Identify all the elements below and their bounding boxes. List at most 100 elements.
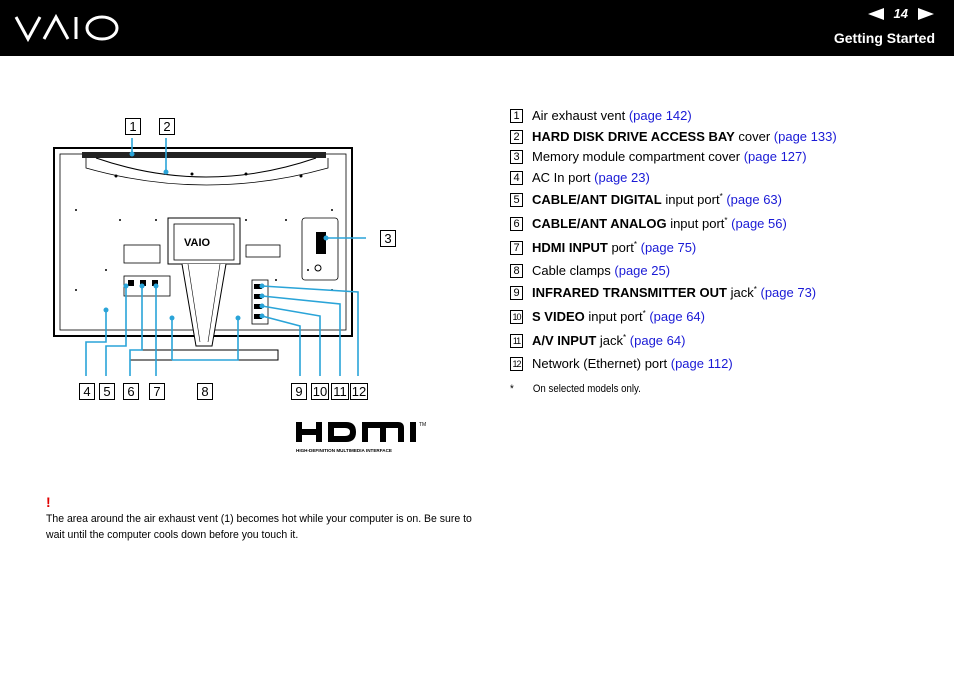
legend-text: A/V INPUT jack* (page 64) — [532, 332, 685, 349]
callout-5: 5 — [99, 383, 115, 400]
legend-text: CABLE/ANT ANALOG input port* (page 56) — [532, 215, 787, 232]
legend-plain-text: Memory module compartment cover — [532, 149, 741, 164]
page-number: 14 — [893, 6, 908, 21]
legend-bold-text: HARD DISK DRIVE ACCESS BAY — [532, 129, 735, 144]
page-link[interactable]: (page 64) — [649, 309, 705, 324]
legend-bold-text: HDMI INPUT — [532, 240, 608, 255]
callout-11: 11 — [331, 383, 349, 400]
legend-text: Memory module compartment cover (page 12… — [532, 148, 807, 165]
legend-plain-text: input port — [584, 309, 643, 324]
hdmi-tm: TM — [419, 422, 426, 428]
legend-plain-text: Network (Ethernet) port — [532, 356, 668, 371]
page-link[interactable]: (page 127) — [743, 149, 807, 164]
vaio-logo — [14, 13, 120, 47]
rear-view-diagram: VAIO — [46, 110, 466, 405]
legend-footnote-marker: * — [719, 192, 723, 201]
legend-plain-text: Cable clamps — [532, 263, 611, 278]
legend-number: 12 — [510, 357, 523, 371]
page-link[interactable]: (page 133) — [773, 129, 837, 144]
page-link[interactable]: (page 63) — [726, 192, 782, 207]
page-link[interactable]: (page 75) — [640, 240, 697, 255]
legend-plain-text: AC In port — [532, 170, 591, 185]
callout-10: 10 — [311, 383, 329, 400]
legend-number: 4 — [510, 171, 523, 185]
legend-footnote-marker: * — [623, 333, 627, 342]
legend-item: 10 S VIDEO input port* (page 64) — [510, 308, 705, 325]
previous-page-icon[interactable] — [867, 7, 884, 20]
legend-plain-text: input port — [666, 216, 725, 231]
legend-plain-text: jack — [596, 333, 624, 348]
page-link[interactable]: (page 64) — [629, 333, 686, 348]
hdmi-tagline: HIGH-DEFINITION MULTIMEDIA INTERFACE — [296, 448, 392, 453]
page-link[interactable]: (page 25) — [614, 263, 671, 278]
legend-number: 11 — [510, 334, 523, 348]
legend-footnote-marker: * — [753, 285, 757, 294]
legend-text: AC In port (page 23) — [532, 169, 650, 186]
legend-footnote-marker: * — [633, 240, 637, 249]
page-link[interactable]: (page 112) — [670, 356, 733, 371]
legend-footnote-marker: * — [642, 309, 646, 318]
legend-item: 1 Air exhaust vent (page 142) — [510, 107, 692, 124]
hdmi-logo: TM HIGH-DEFINITION MULTIMEDIA INTERFACE — [296, 420, 436, 461]
page-link[interactable]: (page 23) — [594, 170, 650, 185]
callout-2: 2 — [159, 118, 175, 135]
callout-1: 1 — [125, 118, 141, 135]
legend-number: 10 — [510, 310, 523, 324]
legend-item: 12 Network (Ethernet) port (page 112) — [510, 355, 733, 372]
legend-footnote-marker: * — [724, 216, 728, 225]
legend-item: 9 INFRARED TRANSMITTER OUT jack* (page 73… — [510, 284, 816, 301]
callout-9: 9 — [291, 383, 307, 400]
port-legend: 1 Air exhaust vent (page 142) 2 HARD DISK D… — [510, 107, 940, 395]
caution-note: ! The area around the air exhaust vent (… — [46, 494, 476, 543]
legend-number: 1 — [510, 109, 523, 123]
legend-plain-text: cover — [734, 129, 771, 144]
callout-3: 3 — [380, 230, 396, 247]
legend-bold-text: A/V INPUT — [532, 333, 597, 348]
page-link[interactable]: (page 73) — [760, 285, 817, 300]
legend-text: Cable clamps (page 25) — [532, 262, 670, 279]
legend-text: S VIDEO input port* (page 64) — [532, 308, 705, 325]
legend-text: Network (Ethernet) port (page 112) — [532, 355, 733, 372]
legend-number: 6 — [510, 217, 523, 231]
footnote-text: On selected models only. — [532, 383, 641, 395]
callout-12: 12 — [350, 383, 368, 400]
legend-plain-text: port — [607, 240, 634, 255]
legend-item: 11 A/V INPUT jack* (page 64) — [510, 332, 685, 349]
footnote-mark: * — [510, 383, 514, 395]
legend-text: INFRARED TRANSMITTER OUT jack* (page 73) — [532, 284, 816, 301]
legend-text: HDMI INPUT port* (page 75) — [532, 239, 696, 256]
legend-item: 7 HDMI INPUT port* (page 75) — [510, 239, 696, 256]
legend-text: HARD DISK DRIVE ACCESS BAY cover (page 1… — [532, 128, 837, 145]
legend-text: CABLE/ANT DIGITAL input port* (page 63) — [532, 191, 782, 208]
legend-item: 8 Cable clamps (page 25) — [510, 262, 670, 279]
legend-bold-text: CABLE/ANT DIGITAL — [532, 192, 662, 207]
legend-item: 6 CABLE/ANT ANALOG input port* (page 56) — [510, 215, 787, 232]
footnote: * On selected models only. — [510, 383, 888, 395]
page-link[interactable]: (page 142) — [628, 108, 692, 123]
callout-4: 4 — [79, 383, 95, 400]
legend-item: 3 Memory module compartment cover (page 1… — [510, 148, 807, 165]
svg-text:VAIO: VAIO — [184, 237, 211, 249]
page-navigation: 14 — [867, 6, 934, 21]
legend-number: 7 — [510, 241, 523, 255]
legend-number: 5 — [510, 193, 523, 207]
caution-mark: ! — [46, 494, 51, 510]
legend-bold-text: CABLE/ANT ANALOG — [532, 216, 667, 231]
legend-number: 3 — [510, 150, 523, 164]
legend-number: 8 — [510, 264, 523, 278]
page-link[interactable]: (page 56) — [731, 216, 787, 231]
callout-6: 6 — [123, 383, 139, 400]
next-page-icon[interactable] — [918, 7, 934, 20]
legend-bold-text: INFRARED TRANSMITTER OUT — [532, 285, 727, 300]
legend-number: 2 — [510, 130, 523, 144]
legend-item: 2 HARD DISK DRIVE ACCESS BAY cover (page … — [510, 128, 837, 145]
legend-bold-text: S VIDEO — [532, 309, 585, 324]
legend-number: 9 — [510, 286, 523, 300]
callout-7: 7 — [149, 383, 165, 400]
section-title: Getting Started — [833, 30, 935, 46]
legend-plain-text: Air exhaust vent — [532, 108, 626, 123]
legend-plain-text: input port — [661, 192, 720, 207]
legend-item: 4 AC In port (page 23) — [510, 169, 650, 186]
header-bar: 14 Getting Started — [0, 0, 954, 56]
legend-text: Air exhaust vent (page 142) — [532, 107, 692, 124]
